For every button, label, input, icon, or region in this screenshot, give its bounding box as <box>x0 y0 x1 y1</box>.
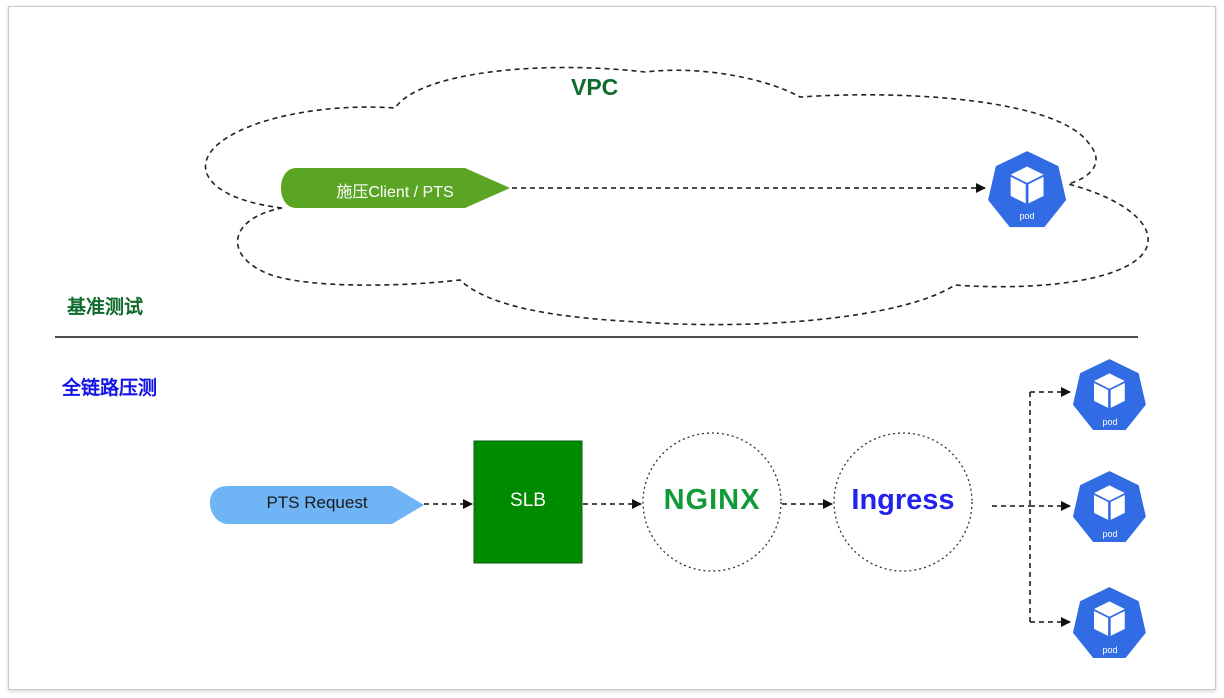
client-label: 施压Client / PTS <box>336 184 454 201</box>
vpc-cloud <box>204 66 1149 326</box>
pod-label-top: pod <box>1102 417 1118 427</box>
pts-request-node <box>209 486 424 524</box>
slb-label: SLB <box>510 490 546 511</box>
diagram-frame <box>8 6 1216 690</box>
ingress-label: Ingress <box>851 484 955 516</box>
ingress-node <box>833 432 973 572</box>
nginx-label: NGINX <box>663 484 761 516</box>
client-node <box>281 168 510 208</box>
ingress-to-pods-arrows <box>992 387 1071 627</box>
pod-label-middle: pod <box>1102 529 1118 539</box>
slb-node <box>473 440 583 564</box>
vpc-title: VPC <box>571 74 619 100</box>
section-baseline-title: 基准测试 <box>67 297 144 318</box>
nginx-node <box>642 432 782 572</box>
section-full-link-title: 全链路压测 <box>62 378 158 399</box>
pts-request-label: PTS Request <box>266 493 368 512</box>
vpc-pod-label: pod <box>1019 211 1035 221</box>
pod-label-bottom: pod <box>1102 645 1118 655</box>
